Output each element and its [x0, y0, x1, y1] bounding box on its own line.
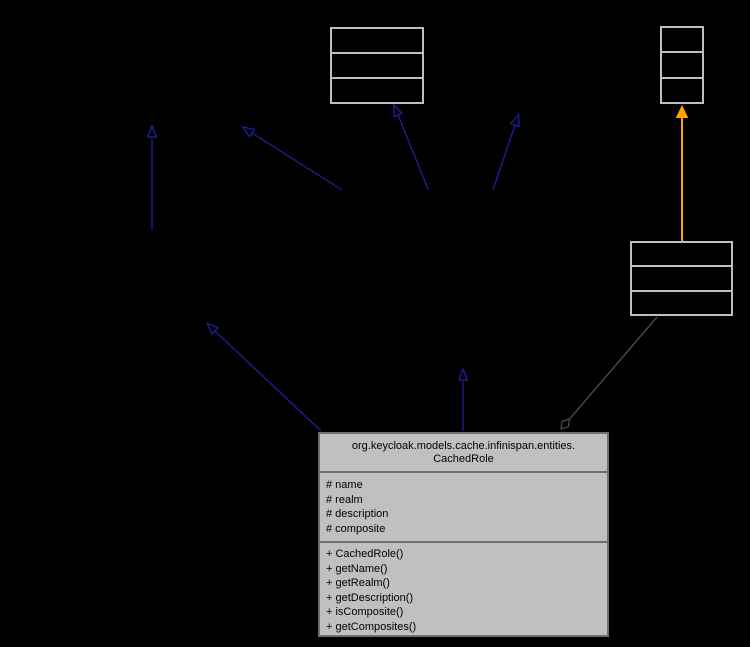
field-composite: # composite: [326, 522, 386, 535]
aggregation-edge: [561, 316, 658, 429]
class-node-cachedrole: org.keycloak.models.cache.infinispan.ent…: [318, 432, 609, 637]
class-node-top-right[interactable]: [660, 26, 704, 104]
field-name: # name: [326, 479, 363, 491]
inheritance-arrow-from-cachedrole-upper-left: [205, 322, 322, 432]
method-getcomposites: + getComposites(): [326, 620, 417, 633]
class-methods-section: + CachedRole() + getName() + getRealm() …: [320, 541, 607, 635]
class-node-row: [662, 51, 702, 76]
class-fields-section: # name # realm # description # composite: [320, 471, 607, 541]
class-node-row: [632, 243, 731, 265]
method-getname: + getName(): [326, 562, 388, 575]
class-node-row: [332, 29, 422, 52]
class-title-package-line: org.keycloak.models.cache.infinispan.ent…: [351, 439, 576, 452]
class-title: org.keycloak.models.cache.infinispan.ent…: [320, 434, 607, 471]
class-node-row: [632, 265, 731, 289]
method-constructor: + CachedRole(): [326, 548, 404, 560]
class-node-right-middle[interactable]: [630, 241, 733, 316]
inheritance-arrow-upper-right-diagonal: [492, 112, 520, 191]
class-node-row: [662, 28, 702, 51]
class-node-row: [662, 76, 702, 102]
field-description: # description: [326, 508, 389, 520]
method-getrealm: + getRealm(): [326, 577, 390, 590]
inheritance-arrow-to-top-center-box: [393, 103, 429, 190]
method-getdescription: + getDescription(): [326, 591, 414, 604]
class-title-name-line: CachedRole: [433, 452, 494, 465]
class-node-top-center[interactable]: [330, 27, 424, 104]
class-node-row: [632, 289, 731, 314]
inheritance-arrow-upper-left-diagonal: [241, 126, 343, 191]
class-node-row: [332, 77, 422, 102]
method-iscomposite: + isComposite(): [326, 606, 404, 619]
class-node-row: [332, 52, 422, 77]
field-realm: # realm: [326, 493, 363, 506]
